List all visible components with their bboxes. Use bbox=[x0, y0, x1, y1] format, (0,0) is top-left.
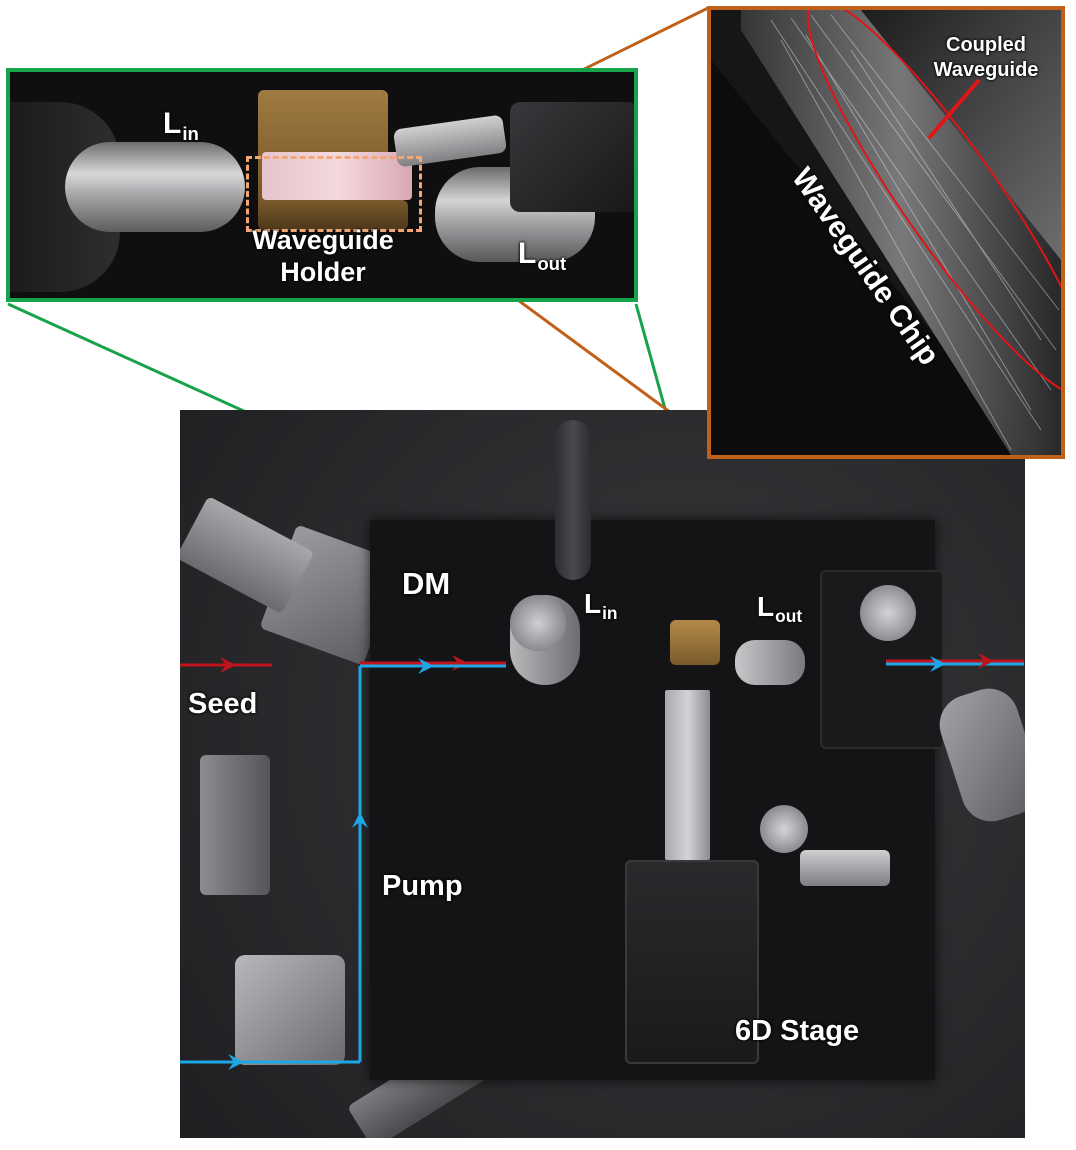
label-dm: DM bbox=[402, 566, 451, 601]
inset-label-holder: Waveguide Holder bbox=[238, 224, 408, 288]
inset-label-holder-line1: Waveguide bbox=[252, 225, 394, 255]
chip-micrograph bbox=[711, 10, 1061, 455]
holder-base bbox=[258, 200, 408, 230]
label-6d-stage: 6D Stage bbox=[735, 1015, 860, 1047]
label-coupled-line1: Coupled bbox=[946, 34, 1026, 56]
inset-label-lout-main: L bbox=[518, 237, 537, 270]
label-lin: Lin bbox=[584, 588, 618, 624]
left-post-holder bbox=[200, 755, 270, 895]
waveguide-holder-small bbox=[670, 620, 720, 665]
stage-base bbox=[625, 860, 759, 1064]
label-lout: Lout bbox=[757, 591, 802, 627]
lin-lens-tube bbox=[65, 142, 245, 232]
optical-bench-photo bbox=[180, 410, 1025, 1138]
left-knob bbox=[510, 595, 566, 651]
chip-streaks bbox=[770, 14, 1060, 451]
inset-label-lout: Lout bbox=[518, 237, 566, 275]
label-lout-main: L bbox=[757, 591, 775, 622]
coupled-waveguide-ellipse bbox=[806, 10, 1061, 398]
label-lout-sub: out bbox=[775, 606, 803, 627]
coupled-waveguide-pointer bbox=[927, 78, 981, 140]
lout-mount bbox=[735, 640, 805, 685]
right-knob bbox=[860, 585, 916, 641]
right-rotation-mount bbox=[510, 102, 634, 212]
stage-rail bbox=[665, 690, 710, 860]
inset-label-lin: Lin bbox=[163, 107, 199, 145]
stage-dial bbox=[760, 805, 808, 853]
stage-micrometer bbox=[800, 850, 890, 886]
inset-label-lout-sub: out bbox=[537, 252, 567, 274]
holder-dashed-box bbox=[246, 156, 422, 232]
label-coupled-line2: Waveguide bbox=[933, 59, 1039, 81]
inset-label-lin-main: L bbox=[163, 107, 182, 140]
waveguide-chip-inset bbox=[707, 6, 1065, 459]
label-lin-main: L bbox=[584, 588, 602, 619]
label-coupled-waveguide: Coupled Waveguide bbox=[926, 33, 1046, 83]
top-fiber-cable bbox=[555, 420, 591, 580]
bottom-left-mount bbox=[235, 955, 345, 1065]
label-lin-sub: in bbox=[602, 603, 618, 624]
inset-label-holder-line2: Holder bbox=[280, 257, 366, 287]
label-pump: Pump bbox=[382, 870, 463, 902]
chip-glow bbox=[262, 152, 412, 200]
label-seed: Seed bbox=[188, 688, 258, 720]
waveguide-holder-inset bbox=[6, 68, 638, 302]
inset-label-lin-sub: in bbox=[182, 122, 199, 144]
